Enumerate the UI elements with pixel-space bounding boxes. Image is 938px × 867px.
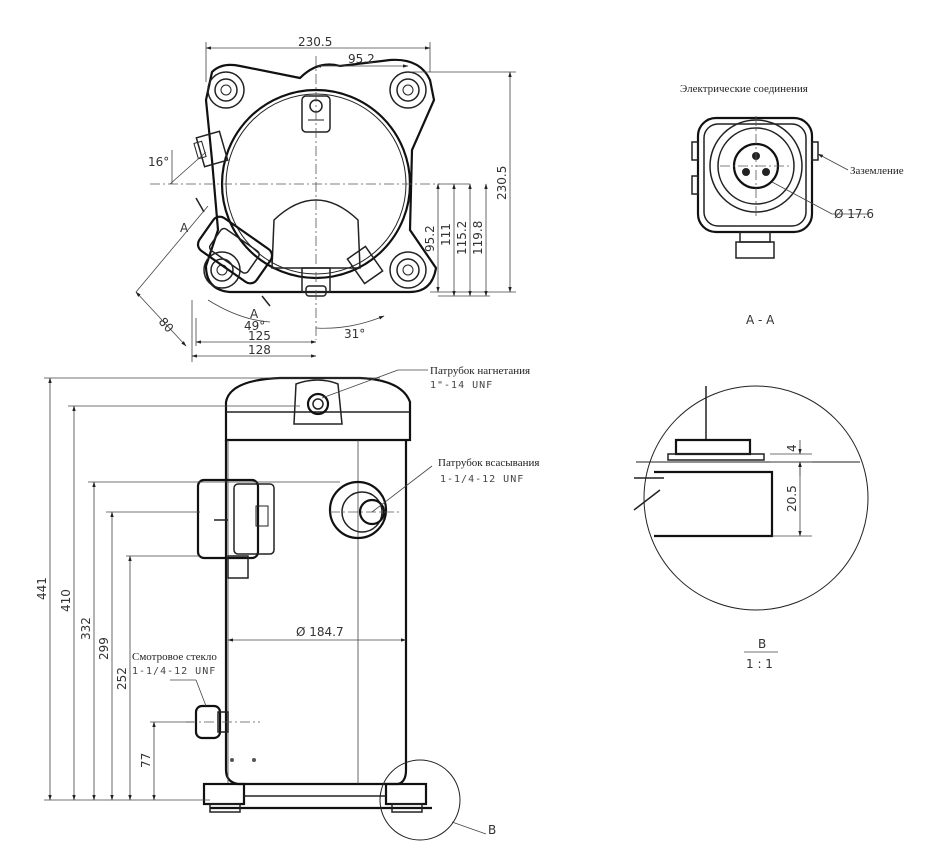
terminal-box-outline xyxy=(696,116,814,234)
dim-h-111: 111 xyxy=(439,223,453,246)
dim-angle-16: 16° xyxy=(148,155,169,169)
detail-b-plate xyxy=(654,470,774,538)
dim-125: 125 xyxy=(248,329,271,343)
height-441: 441 xyxy=(35,577,49,600)
section-mark-a-top: A xyxy=(180,221,189,235)
shell-diameter: Ø 184.7 xyxy=(296,625,344,639)
sight-glass-spec: 1-1/4-12 UNF xyxy=(132,666,216,677)
sight-glass-label: Смотровое стекло xyxy=(132,651,217,663)
discharge-port xyxy=(306,392,330,416)
mounting-foot-tr xyxy=(389,71,427,109)
detail-b-view: 4 20.5 B 1 : 1 xyxy=(633,385,869,671)
dim-height-total: 230.5 xyxy=(495,166,509,200)
top-base-plate xyxy=(204,58,438,294)
height-410: 410 xyxy=(59,589,73,612)
height-252: 252 xyxy=(115,667,129,690)
discharge-label: Патрубок нагнетания xyxy=(430,365,530,377)
electrical-title: Электрические соединения xyxy=(680,83,808,95)
height-77: 77 xyxy=(139,753,153,768)
terminal-pin-2 xyxy=(742,168,750,176)
dim-h-119: 119.8 xyxy=(471,221,485,255)
section-caption-aa: A - A xyxy=(746,313,775,327)
detail-dim-4: 4 xyxy=(785,444,799,452)
dim-width-half: 95.2 xyxy=(348,52,375,66)
detail-scale: 1 : 1 xyxy=(746,657,773,671)
detail-dim-20: 20.5 xyxy=(785,485,799,512)
mounting-foot-br xyxy=(389,251,427,289)
top-view: 230.5 95.2 230.5 95.2 111 115.2 119.8 16… xyxy=(135,35,516,362)
top-right-fitting xyxy=(346,245,384,285)
dim-width-total: 230.5 xyxy=(298,35,332,49)
detail-caption: B xyxy=(758,637,766,651)
mounting-foot-tl xyxy=(207,71,245,109)
ground-label: Заземление xyxy=(850,165,904,177)
section-mark-a-bottom: A xyxy=(250,307,259,321)
side-terminal-box xyxy=(196,478,275,579)
height-332: 332 xyxy=(79,617,93,640)
electrical-view: Электрические соединения Заземление Ø 17… xyxy=(680,83,904,327)
detail-b-foot xyxy=(674,438,752,456)
dim-h-115: 115.2 xyxy=(455,221,469,255)
dim-128: 128 xyxy=(248,343,271,357)
detail-ref-b: B xyxy=(488,823,496,837)
suction-spec: 1-1/4-12 UNF xyxy=(440,474,524,485)
top-terminal-box xyxy=(196,215,274,285)
top-side-fitting xyxy=(193,130,229,168)
side-shell xyxy=(224,440,408,786)
side-view: 441 410 332 299 252 77 Ø 184.7 Патрубок … xyxy=(35,365,539,841)
sight-glass xyxy=(186,704,260,740)
detail-b-circle xyxy=(379,759,461,841)
terminal-pin-3 xyxy=(762,168,770,176)
height-299: 299 xyxy=(97,637,111,660)
suction-port xyxy=(328,480,400,540)
terminal-diameter: Ø 17.6 xyxy=(834,207,874,221)
dim-h-95: 95.2 xyxy=(423,225,437,252)
dim-angle-31: 31° xyxy=(344,327,365,341)
side-base xyxy=(202,782,432,813)
suction-label: Патрубок всасывания xyxy=(438,457,539,469)
discharge-spec: 1"-14 UNF xyxy=(430,380,493,391)
dim-angle-49: 49° xyxy=(244,319,265,333)
